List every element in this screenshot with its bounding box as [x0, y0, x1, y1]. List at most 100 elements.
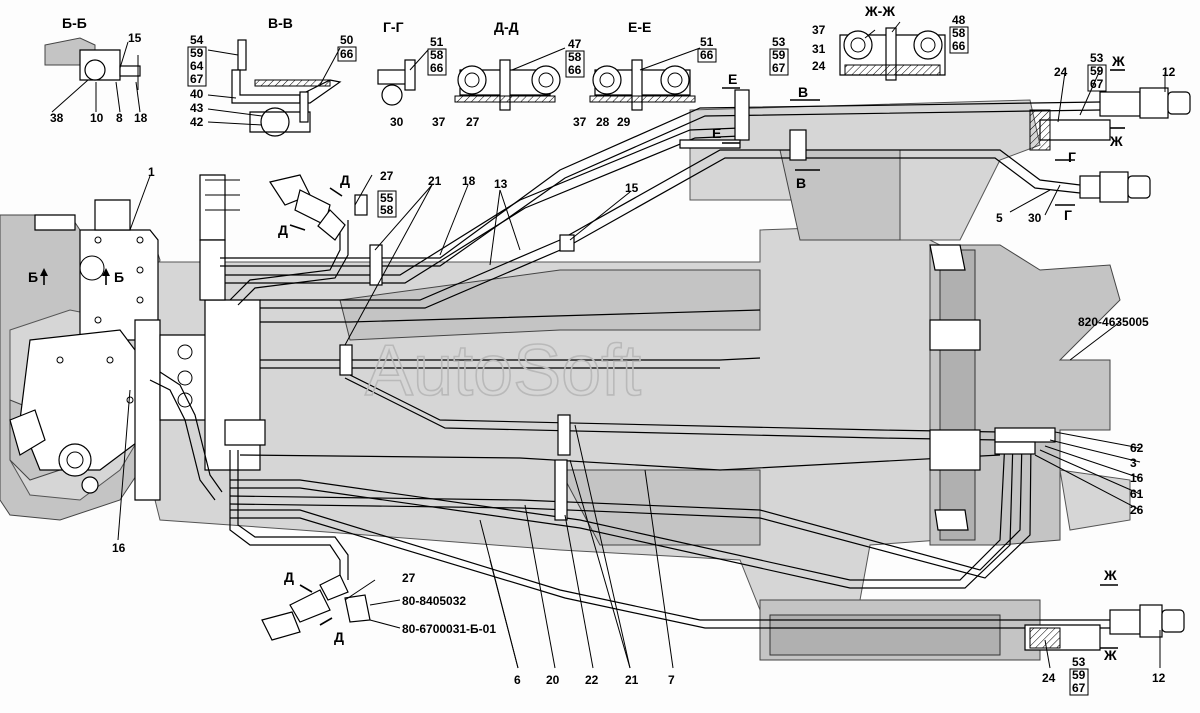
upper-right-fittings: [679, 87, 1191, 203]
callout: 42: [190, 115, 204, 129]
callout: 59: [772, 48, 786, 62]
callout: 67: [190, 72, 204, 86]
part-number: 80-8405032: [402, 594, 466, 608]
section-zhzh: [839, 27, 946, 81]
callout: 66: [700, 48, 714, 62]
section-gg: [377, 59, 416, 106]
callout: 59: [1072, 668, 1086, 682]
section-title-zhzh: Ж-Ж: [864, 3, 895, 19]
cut-mark: Б: [28, 269, 38, 285]
callout: 55: [380, 191, 394, 205]
callout: 20: [546, 673, 560, 687]
callout: 18: [462, 174, 476, 188]
leader-lines: [51, 21, 1166, 669]
section-title-dd: Д-Д: [494, 19, 519, 35]
axle-fittings: [929, 244, 1056, 531]
section-dd: [454, 59, 561, 111]
callout: 37: [432, 115, 446, 129]
callout: 64: [190, 59, 204, 73]
callout: 67: [1090, 77, 1104, 91]
cut-mark: Ж: [1109, 133, 1123, 149]
callout: 3: [1130, 456, 1137, 470]
callout: 38: [50, 111, 64, 125]
callout: 8: [116, 111, 123, 125]
upper-connector: [269, 174, 368, 241]
callout: 31: [812, 42, 826, 56]
section-vv: [231, 39, 342, 137]
lower-connector: [261, 574, 371, 641]
tube-clamps: [339, 89, 807, 521]
callout: 24: [1042, 671, 1056, 685]
callout: 13: [494, 177, 508, 191]
lower-right-fittings: [1024, 604, 1185, 651]
section-title-bb: Б-Б: [62, 15, 87, 31]
cut-mark: Д: [278, 222, 288, 238]
callout: 24: [812, 59, 826, 73]
callout: 50: [340, 33, 354, 47]
callout: 16: [1130, 471, 1144, 485]
callout: 43: [190, 101, 204, 115]
callout: 51: [700, 35, 714, 49]
section-title-gg: Г-Г: [383, 19, 404, 35]
callout: 37: [812, 23, 826, 37]
pump-unit: [9, 174, 266, 501]
cut-mark: Д: [340, 172, 350, 188]
cut-mark: Ж: [1103, 567, 1117, 583]
callout: 53: [1090, 51, 1104, 65]
section-bb: [44, 37, 141, 90]
callout: 67: [772, 61, 786, 75]
cut-mark: Д: [334, 629, 344, 645]
section-cut-marks: [40, 69, 1125, 649]
callout: 59: [1090, 64, 1104, 78]
section-title-ee: Е-Е: [628, 19, 651, 35]
part-number: 820-4635005: [1078, 315, 1149, 329]
callout: 66: [568, 63, 582, 77]
callout: 53: [1072, 655, 1086, 669]
callout: 58: [568, 50, 582, 64]
callout: 40: [190, 87, 204, 101]
cut-mark: Е: [728, 71, 737, 87]
callout: 24: [1054, 65, 1068, 79]
callout: 61: [1130, 487, 1144, 501]
callout: 18: [134, 111, 148, 125]
callout: 66: [952, 39, 966, 53]
callout: 7: [668, 673, 675, 687]
callout: 26: [1130, 503, 1144, 517]
callout: 6: [514, 673, 521, 687]
callout: 15: [625, 181, 639, 195]
part-number: 80-6700031-Б-01: [402, 622, 496, 636]
callout: 54: [190, 33, 204, 47]
callout: 53: [772, 35, 786, 49]
callout: 1: [148, 165, 155, 179]
callout: 66: [340, 47, 354, 61]
callout: 15: [128, 31, 142, 45]
cut-mark: Б: [114, 269, 124, 285]
callout: 5: [996, 211, 1003, 225]
cut-mark: Е: [712, 125, 721, 141]
callout: 58: [952, 26, 966, 40]
callout: 28: [596, 115, 610, 129]
callout: 12: [1162, 65, 1176, 79]
cut-mark: Ж: [1111, 53, 1125, 69]
callout: 59: [190, 46, 204, 60]
callout: 30: [390, 115, 404, 129]
callout: 21: [625, 673, 639, 687]
callout: 21: [428, 174, 442, 188]
section-ee: [589, 59, 696, 111]
callout: 51: [430, 35, 444, 49]
callout: 27: [380, 169, 394, 183]
callout: 16: [112, 541, 126, 555]
watermark: AutoSoft: [365, 331, 641, 411]
callout: 12: [1152, 671, 1166, 685]
callout: 27: [466, 115, 480, 129]
callout: 37: [573, 115, 587, 129]
cut-mark: В: [796, 175, 806, 191]
callout: 48: [952, 13, 966, 27]
section-title-vv: В-В: [268, 15, 293, 31]
cut-mark: Г: [1068, 149, 1076, 165]
callout: 62: [1130, 441, 1144, 455]
cut-mark: В: [798, 84, 808, 100]
callout: 66: [430, 61, 444, 75]
